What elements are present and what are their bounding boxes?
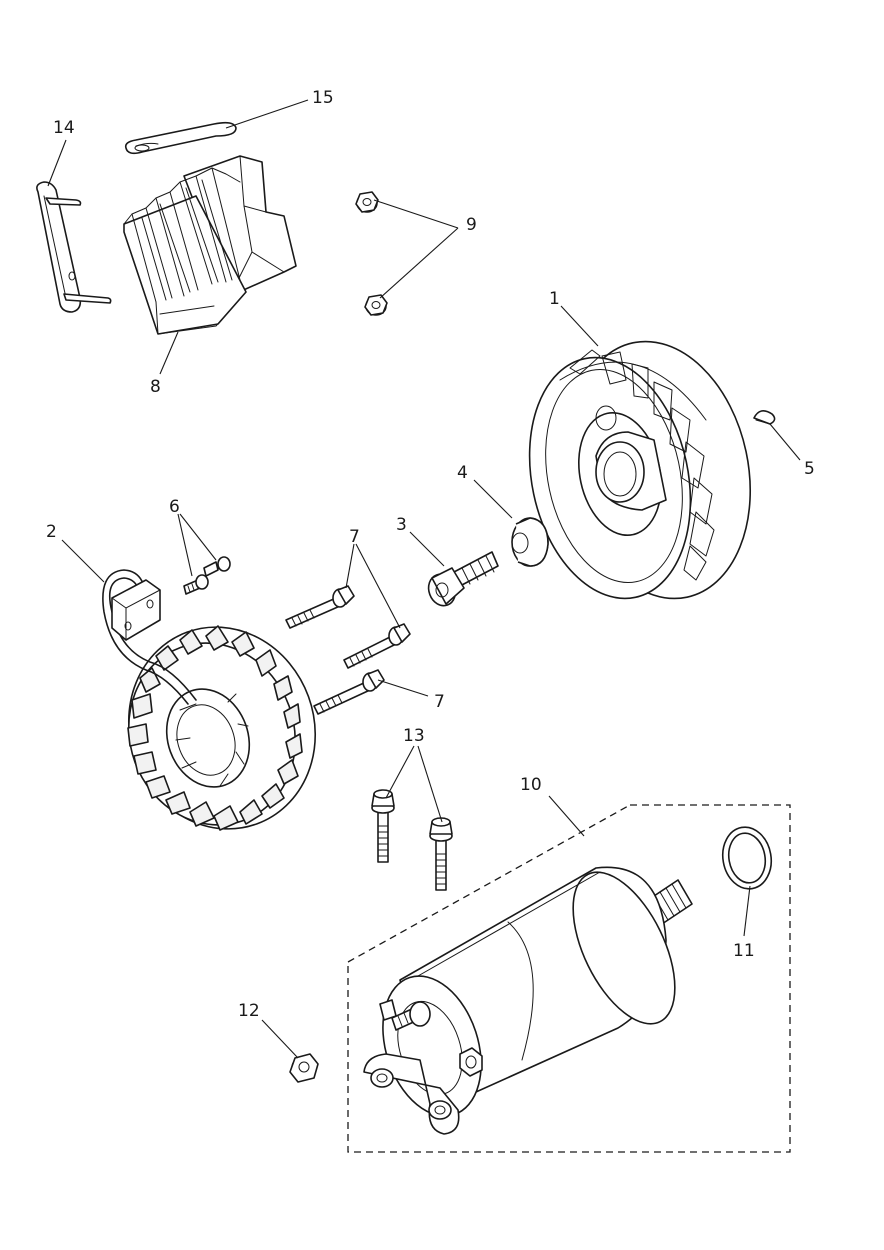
callout-4: 4 <box>457 463 468 483</box>
part-1-rotor <box>528 340 752 600</box>
callout-8: 8 <box>150 377 161 397</box>
callout-6: 6 <box>169 497 180 517</box>
part-2-stator <box>102 569 317 831</box>
part-13-bolt-right <box>429 817 453 891</box>
part-5-woodruff-key <box>753 410 776 425</box>
part-4-washer <box>511 517 549 567</box>
part-11-o-ring <box>721 826 773 890</box>
part-6-screw-left <box>183 574 209 595</box>
callout-12: 12 <box>238 1001 260 1021</box>
part-7-bolt-lower <box>313 669 385 715</box>
callout-5: 5 <box>804 459 815 479</box>
part-14-mounting-plate <box>36 181 112 313</box>
callout-11: 11 <box>733 941 755 961</box>
callout-3: 3 <box>396 515 407 535</box>
callout-10: 10 <box>520 775 542 795</box>
part-9-nut-lower <box>364 294 388 316</box>
callout-14: 14 <box>53 118 75 138</box>
part-15-cable-tie <box>124 121 237 155</box>
callout-7-lower: 7 <box>434 692 445 712</box>
part-7-bolt-middle <box>343 623 411 669</box>
part-10-assembly-outline <box>347 804 791 1153</box>
part-3-socket-bolt <box>427 551 499 607</box>
callout-2: 2 <box>46 522 57 542</box>
part-8-regulator-rectifier <box>123 155 297 335</box>
part-7-bolt-upper <box>285 585 355 629</box>
part-9-nut-upper <box>355 191 379 213</box>
callout-15: 15 <box>312 88 334 108</box>
callout-13: 13 <box>403 726 425 746</box>
callout-9: 9 <box>466 215 477 235</box>
callout-1: 1 <box>549 289 560 309</box>
part-6-screw-right <box>203 556 231 577</box>
part-12-nut <box>289 1053 319 1083</box>
leader-lines <box>47 99 801 1059</box>
part-13-bolt-left <box>371 789 395 863</box>
callout-7-upper: 7 <box>349 527 360 547</box>
part-10-starter-motor <box>363 866 693 1135</box>
